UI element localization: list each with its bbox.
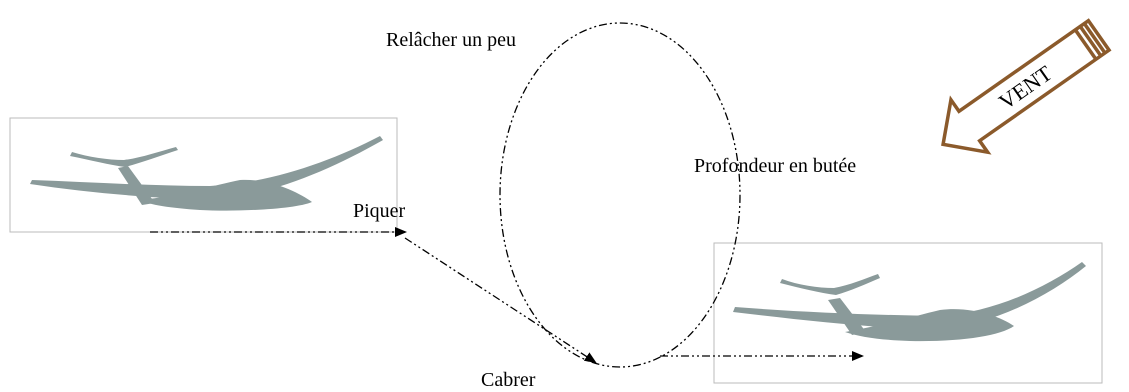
glider-left-frame [9,117,398,233]
wind-arrow: VENT [941,18,1112,155]
path-dive [404,237,597,364]
flight-path [150,22,864,368]
path-loop [499,22,741,368]
label-cabrer: Cabrer [481,369,536,391]
glider-left-icon [30,136,383,211]
label-piquer: Piquer [353,200,406,222]
glider-right-icon [733,262,1086,342]
label-relacher-un-peu: Relâcher un peu [386,29,516,51]
label-profondeur-en-butee: Profondeur en butée [694,155,857,177]
wind-arrow-icon: VENT [941,18,1112,155]
glider-left [9,117,398,233]
glider-right [713,242,1103,384]
